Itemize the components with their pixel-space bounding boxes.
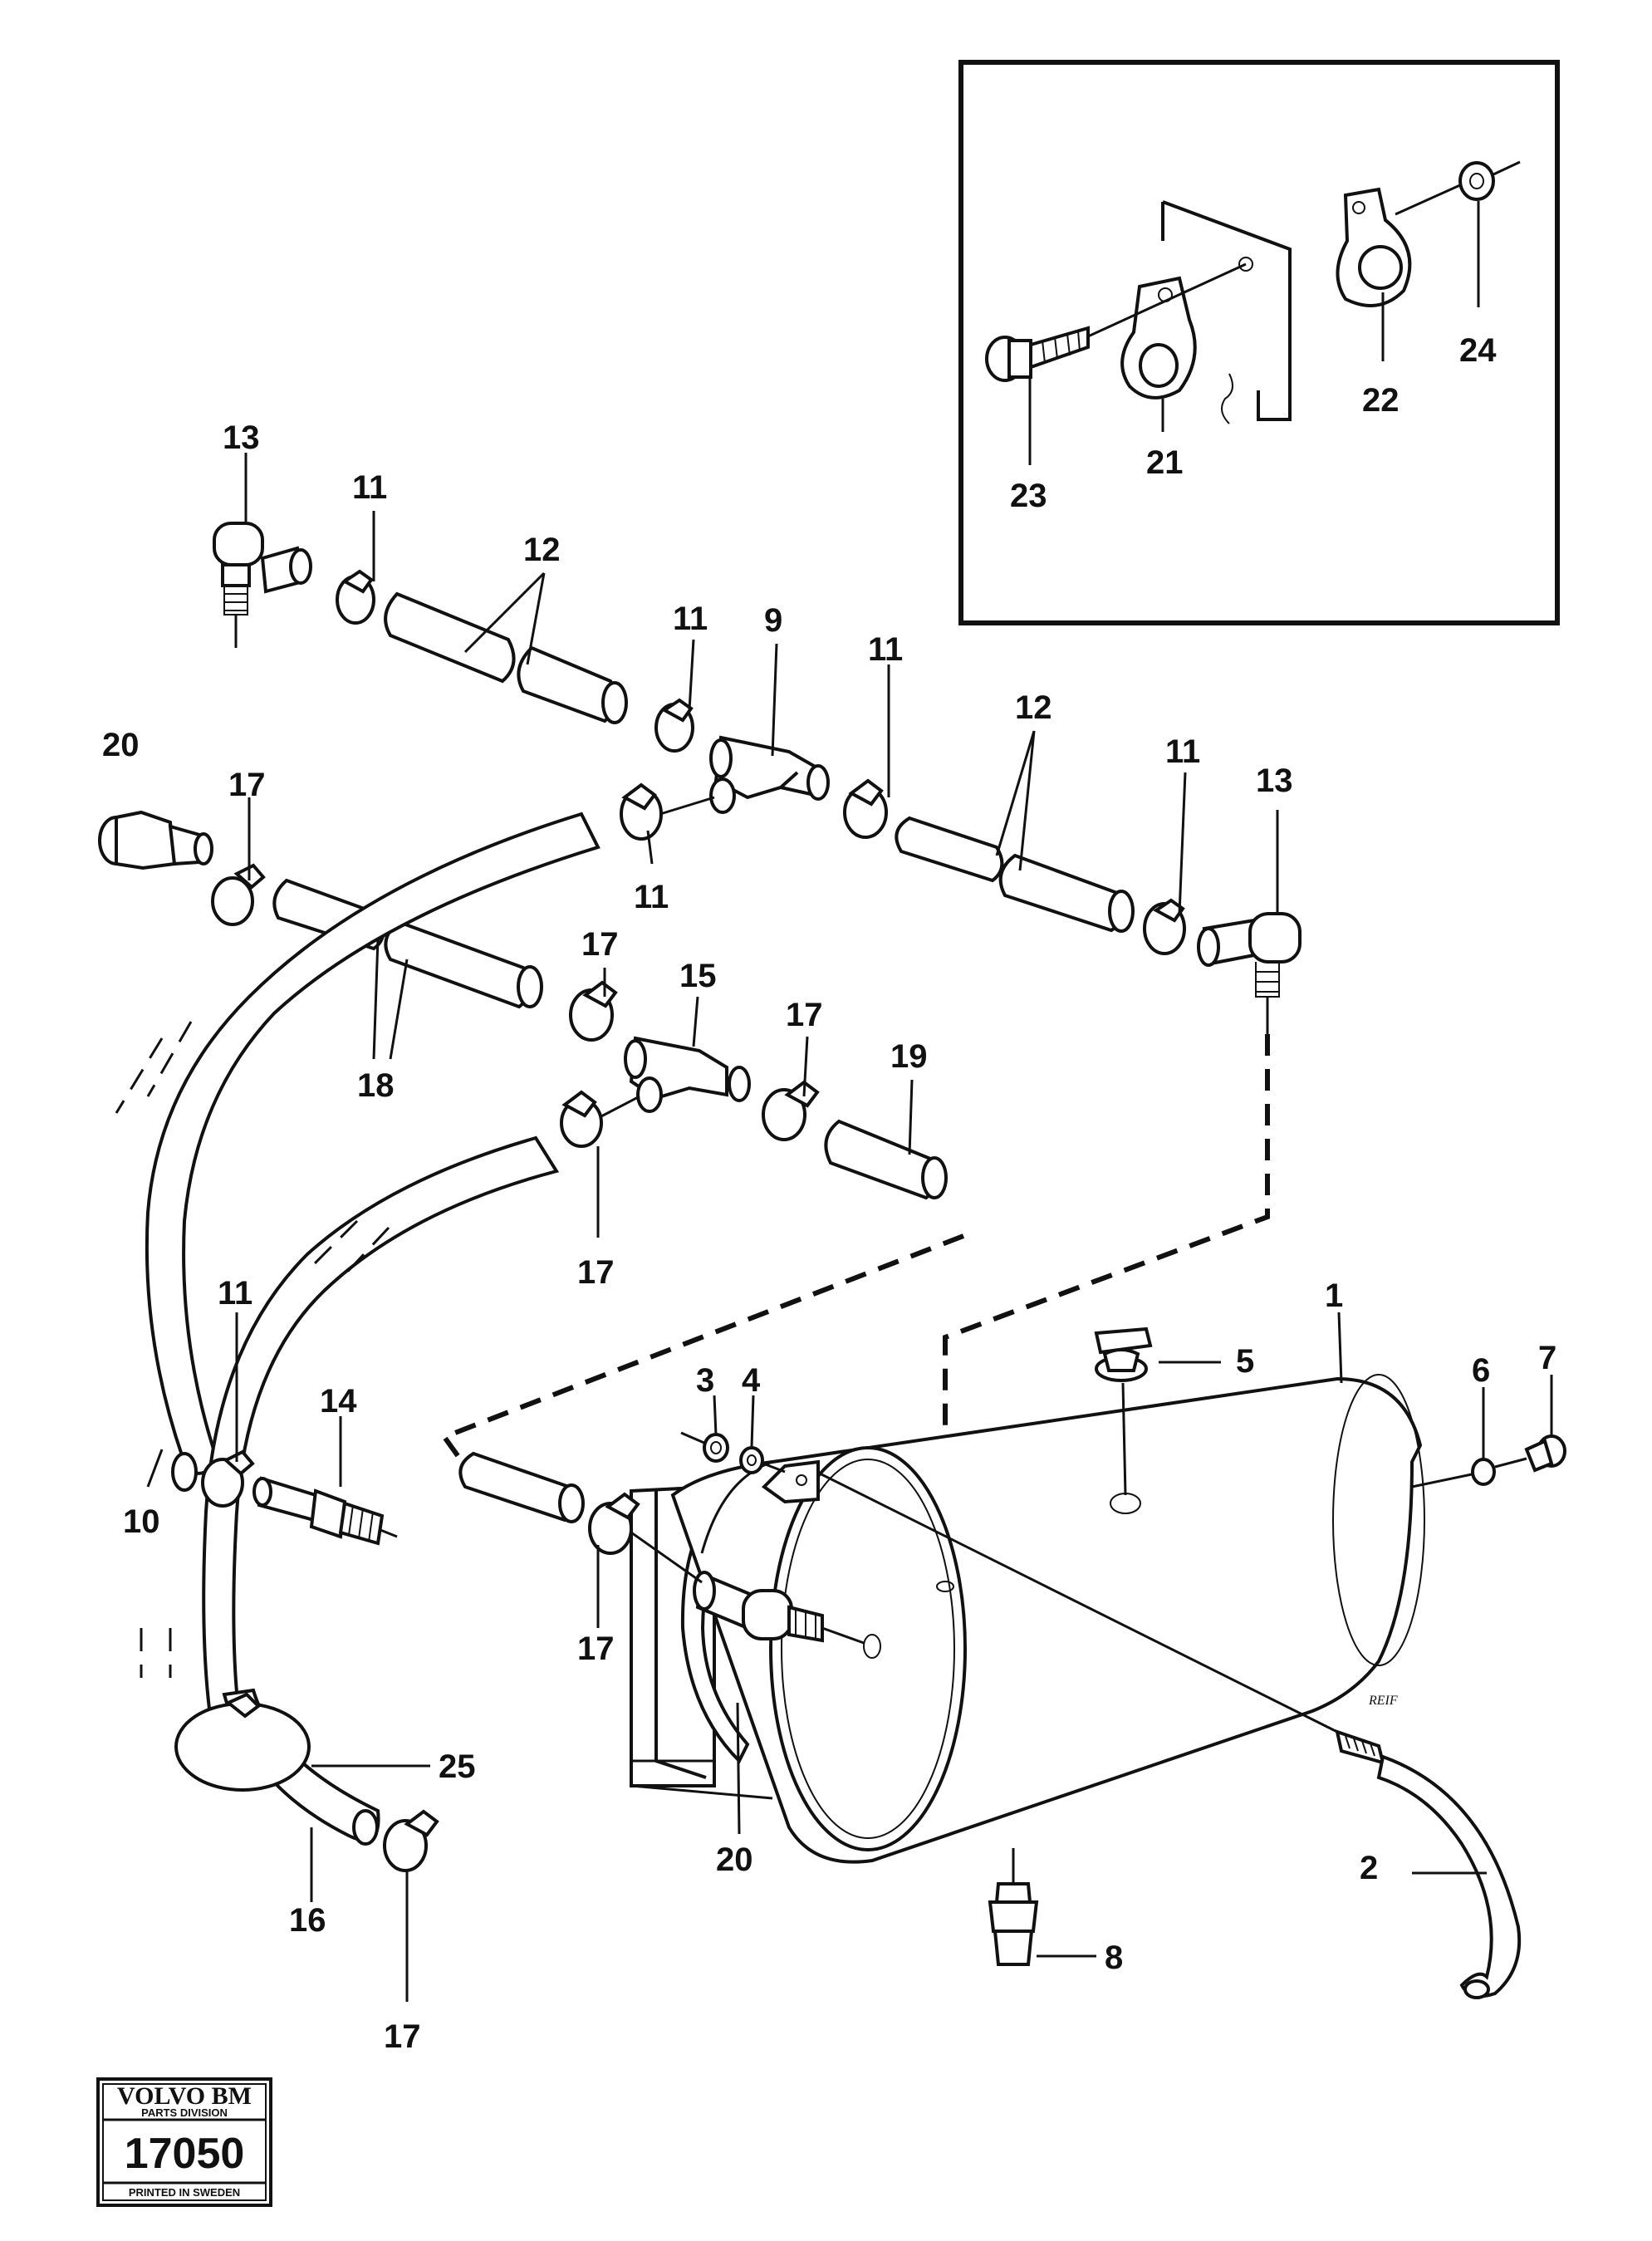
callout-19: 19	[890, 1038, 928, 1075]
washer-6	[1471, 1458, 1496, 1486]
callout-labels: 1 2 3 4 5 6 7 8 9 10 11 11 11 11 11 11 1…	[102, 332, 1556, 2055]
nut-3	[703, 1433, 729, 1463]
fitting-20-left	[98, 810, 213, 870]
stamp-printed: PRINTED IN SWEDEN	[129, 2186, 240, 2199]
detail-inset	[958, 60, 1560, 625]
air-tank: REIF	[458, 1326, 1566, 1999]
callout-17-d: 17	[577, 1254, 615, 1291]
callout-12-a: 12	[523, 532, 561, 568]
hose-clamp-25	[174, 1692, 311, 1792]
clamp-21	[1120, 276, 1197, 400]
elbow-fitting-13-right	[1197, 876, 1302, 1034]
callout-4: 4	[742, 1362, 761, 1399]
hose-clamp-17-c	[560, 1090, 603, 1148]
tee-fitting-9	[709, 735, 830, 814]
long-hoses	[115, 812, 601, 1872]
hose-clamp-11-f	[201, 1449, 255, 1508]
elbow-fitting-13-left	[213, 453, 312, 648]
callout-12-b: 12	[1015, 689, 1052, 726]
callout-25: 25	[439, 1748, 476, 1785]
nut-24	[1395, 160, 1521, 216]
hose-clamp-17-b	[569, 980, 618, 1042]
callout-11-a: 11	[352, 469, 387, 506]
callout-13-a: 13	[223, 419, 260, 456]
callout-20-a: 20	[102, 727, 140, 763]
nut-7	[1524, 1434, 1566, 1473]
callout-17-a: 17	[228, 767, 266, 803]
callout-11-e: 11	[634, 879, 669, 915]
callout-17-e: 17	[577, 1630, 615, 1667]
draftsman-signature: REIF	[1368, 1694, 1398, 1708]
bolt-23	[985, 326, 1090, 382]
volvo-bm-parts-stamp: VOLVO BM PARTS DIVISION 17050 PRINTED IN…	[96, 2077, 272, 2207]
callout-23: 23	[1010, 478, 1047, 514]
hose-clamp-17-f	[588, 1492, 640, 1555]
hose-clamp-11-d	[843, 778, 888, 839]
callout-17-b: 17	[581, 926, 619, 963]
callout-15: 15	[679, 958, 717, 994]
callout-20-b: 20	[716, 1841, 753, 1878]
hose-clamp-11-a	[336, 569, 375, 625]
hose-clamp-11-c	[620, 782, 663, 841]
nipple-fitting-14	[252, 1476, 398, 1546]
callout-6: 6	[1472, 1352, 1490, 1389]
washer-4	[739, 1446, 764, 1474]
stamp-brand: VOLVO BM	[117, 2082, 252, 2110]
clamp-22	[1336, 187, 1412, 307]
callout-10: 10	[123, 1503, 160, 1540]
callout-8: 8	[1105, 1939, 1123, 1976]
callout-16: 16	[289, 1902, 326, 1939]
drain-plug-8	[988, 1848, 1039, 1966]
callout-5: 5	[1236, 1343, 1254, 1380]
callout-24: 24	[1459, 332, 1497, 369]
callout-11-f: 11	[218, 1275, 252, 1312]
callout-3: 3	[696, 1362, 714, 1399]
callout-11-d: 11	[1165, 733, 1200, 770]
hose-clamp-17-d	[762, 1080, 820, 1141]
callout-7: 7	[1538, 1340, 1556, 1376]
tee-fitting-15	[624, 1036, 751, 1113]
hose-clamp-17-a	[211, 863, 266, 926]
callout-18: 18	[357, 1067, 395, 1104]
callout-17-c: 17	[786, 997, 823, 1033]
callout-17-f: 17	[384, 2018, 421, 2055]
upper-pipe-assembly	[213, 453, 1302, 1034]
callout-11-b: 11	[673, 601, 708, 637]
callout-9: 9	[764, 602, 782, 639]
stamp-division: PARTS DIVISION	[141, 2106, 228, 2119]
callout-22: 22	[1362, 382, 1400, 419]
stamp-number: 17050	[125, 2130, 245, 2178]
callout-11-c: 11	[868, 631, 903, 668]
hose-clamp-17-e	[383, 1809, 439, 1872]
callout-14: 14	[320, 1383, 357, 1420]
hose-clamp-11-e	[1143, 898, 1186, 955]
drain-valve-5	[1094, 1326, 1153, 1496]
hose-clamp-11-b	[654, 698, 694, 753]
callout-1: 1	[1325, 1277, 1343, 1314]
leader-lines	[146, 457, 1553, 2002]
callout-13-b: 13	[1256, 763, 1293, 799]
callout-2: 2	[1360, 1850, 1378, 1886]
callout-21: 21	[1146, 444, 1184, 481]
